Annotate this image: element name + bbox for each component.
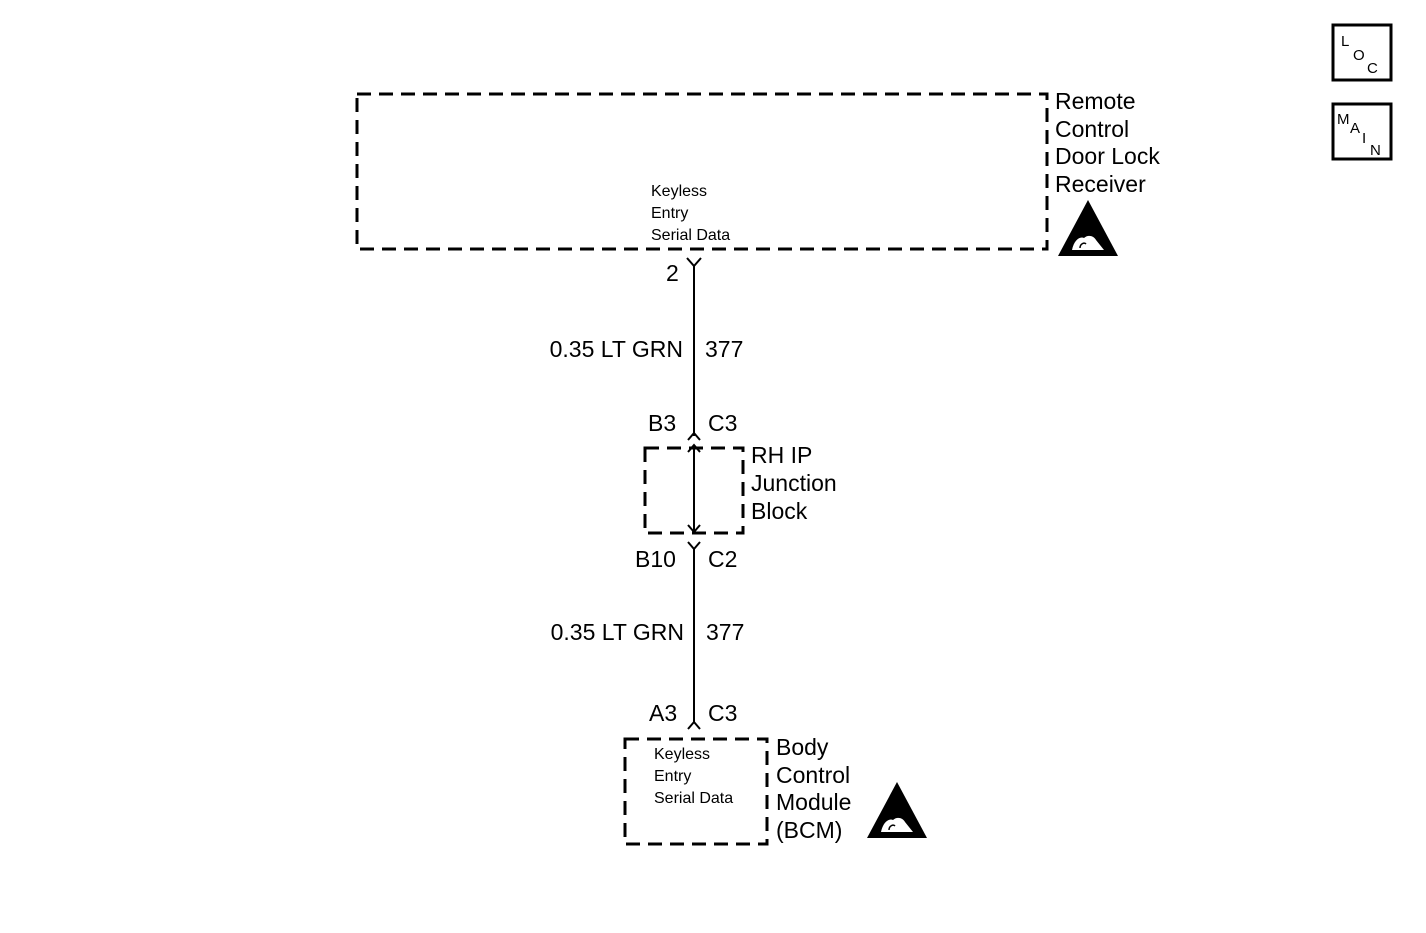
wire-2-gauge-color: 0.35 LT GRN xyxy=(551,619,684,645)
receiver-connector-female xyxy=(686,257,702,268)
wire-2-circuit-number: 377 xyxy=(706,619,744,645)
receiver-name-line-2: Control xyxy=(1055,116,1129,142)
junction-top-connector: C3 xyxy=(708,410,737,436)
receiver-name-line-1: Remote xyxy=(1055,88,1136,114)
receiver-name-line-4: Receiver xyxy=(1055,171,1146,197)
receiver-name-line-3: Door Lock xyxy=(1055,143,1160,169)
junction-outline xyxy=(643,446,745,535)
loc-letter-l: L xyxy=(1341,33,1349,50)
junction-name-line-3: Block xyxy=(751,498,808,524)
bcm-name-line-2: Control xyxy=(776,762,850,788)
esd-sensitive-icon xyxy=(867,782,927,838)
main-letter-n: N xyxy=(1370,142,1381,159)
wire-1-gauge-color: 0.35 LT GRN xyxy=(550,336,683,362)
bcm-circuit-line-3: Serial Data xyxy=(654,790,733,807)
receiver-circuit-line-2: Entry xyxy=(651,205,688,222)
receiver-outline xyxy=(355,92,1049,251)
loc-letter-c: C xyxy=(1367,60,1378,77)
bcm-outline xyxy=(623,737,769,846)
bcm-name-line-1: Body xyxy=(776,734,829,760)
receiver-circuit-line-3: Serial Data xyxy=(651,227,730,244)
loc-button[interactable]: L O C xyxy=(1331,23,1393,82)
bcm-connector-label: C3 xyxy=(708,700,737,726)
bcm-circuit-line-2: Entry xyxy=(654,768,691,785)
esd-sensitive-icon xyxy=(1058,200,1118,256)
main-letter-m: M xyxy=(1337,111,1350,128)
wire-1-circuit-number: 377 xyxy=(705,336,743,362)
main-button[interactable]: M A I N xyxy=(1331,102,1393,161)
junction-bottom-connector: C2 xyxy=(708,546,737,572)
junction-name-line-2: Junction xyxy=(751,470,837,496)
junction-top-pin: B3 xyxy=(648,410,676,436)
loc-letter-o: O xyxy=(1353,47,1365,64)
junction-top-connector-male xyxy=(687,431,701,441)
main-letter-a: A xyxy=(1350,120,1360,137)
receiver-circuit-line-1: Keyless xyxy=(651,183,707,200)
junction-bottom-pin: B10 xyxy=(635,546,676,572)
bcm-name-line-4: (BCM) xyxy=(776,817,842,843)
junction-bottom-connector-female xyxy=(687,541,701,551)
bcm-connector-male xyxy=(687,720,701,730)
bcm-pin-label: A3 xyxy=(649,700,677,726)
bcm-name-line-3: Module xyxy=(776,789,851,815)
receiver-pin-label: 2 xyxy=(666,260,679,286)
junction-name-line-1: RH IP xyxy=(751,442,812,468)
main-letter-i: I xyxy=(1362,130,1366,147)
bcm-circuit-line-1: Keyless xyxy=(654,746,710,763)
